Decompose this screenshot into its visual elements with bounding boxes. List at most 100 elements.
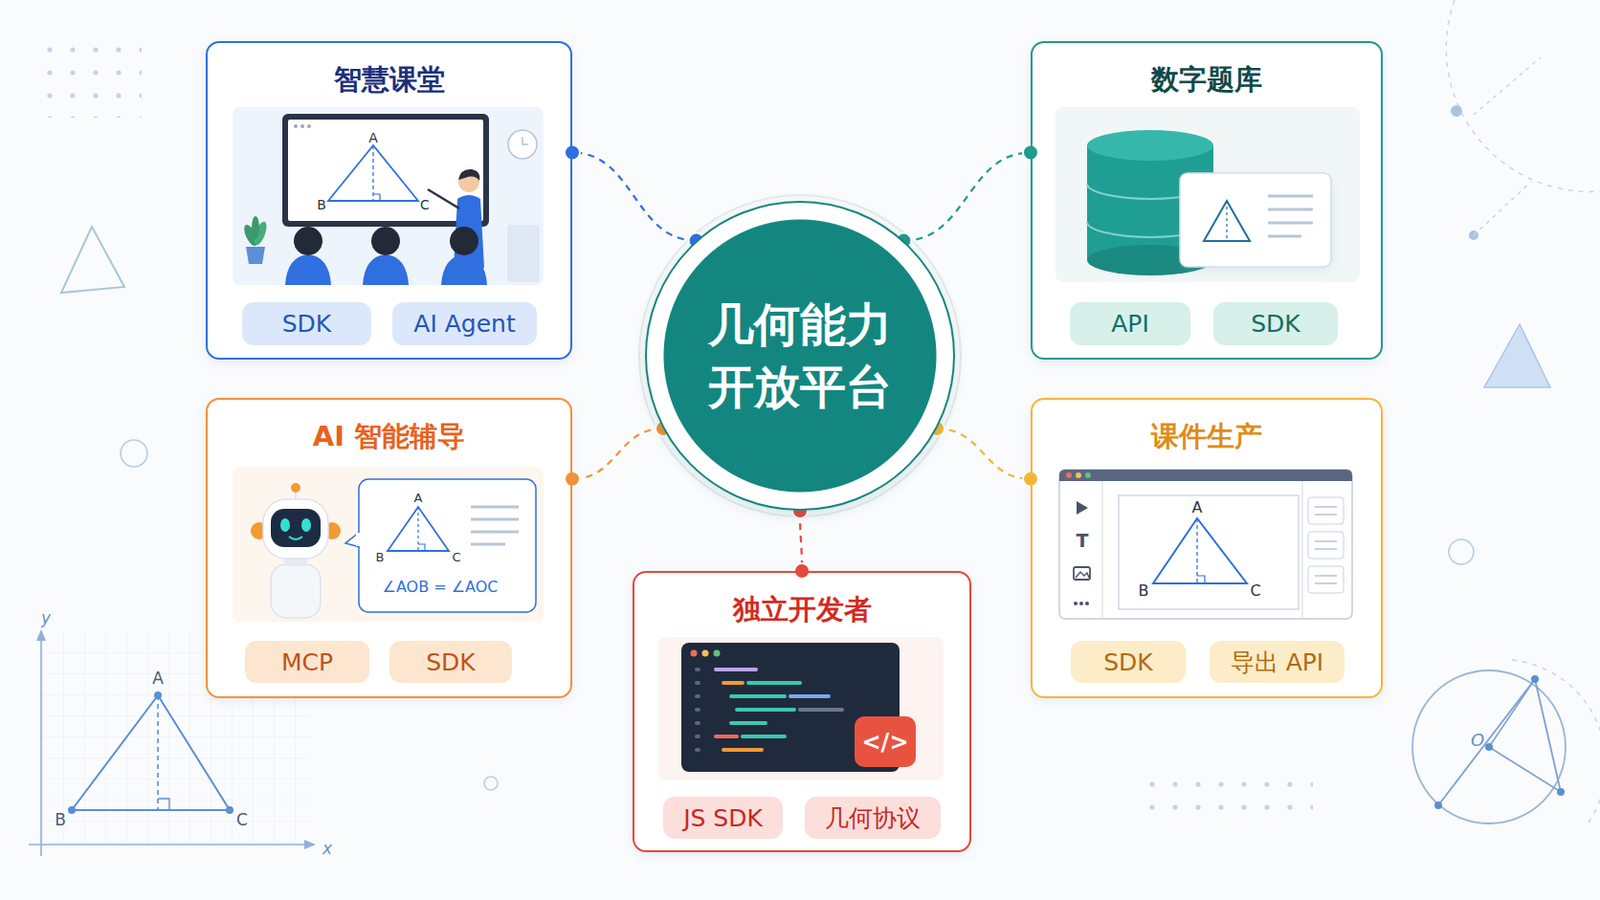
- tutor-illustration: [418, 544, 425, 552]
- circle-figure: [1412, 660, 1600, 824]
- circle-figure: [1534, 679, 1561, 793]
- classroom-illustration: [371, 226, 400, 256]
- code-illustration: [723, 748, 762, 753]
- courseware-illustration: [1197, 576, 1205, 584]
- tutor-illustration: [270, 509, 321, 548]
- courseware-illustration: [1308, 566, 1344, 594]
- code-illustration: [696, 721, 699, 726]
- panel-ground: [205, 41, 1383, 853]
- capability-tag: SDK: [1213, 302, 1338, 346]
- code-illustration: [748, 681, 800, 686]
- courseware-illustration: [1073, 601, 1078, 606]
- courseware-illustration: [1196, 518, 1198, 584]
- panel-title: AI 智能辅导: [207, 418, 571, 457]
- tag-text: MCP: [281, 648, 334, 677]
- courseware-illustration: [1314, 540, 1337, 543]
- courseware-illustration: [1079, 601, 1084, 606]
- tutor-illustration: [232, 466, 544, 623]
- panel-title: 独立开发者: [634, 591, 970, 630]
- circle-figure: [1488, 679, 1535, 748]
- figure-label: T: [1076, 532, 1089, 551]
- courseware-illustration: [1101, 481, 1104, 620]
- classroom-illustration: [285, 254, 332, 286]
- code-illustration: [690, 650, 698, 658]
- courseware-illustration: [1085, 601, 1089, 606]
- figure-label: A: [368, 131, 378, 145]
- courseware-illustration: [1085, 472, 1091, 479]
- courseware-illustration: [1308, 532, 1344, 559]
- courseware-illustration: [1059, 469, 1353, 620]
- tag-text: SDK: [1250, 310, 1301, 338]
- classroom-illustration: [288, 119, 484, 222]
- tutor-illustration: [270, 564, 321, 619]
- classroom-illustration: [232, 107, 544, 286]
- tutor-illustration: [263, 499, 329, 559]
- courseware-illustration: [1066, 472, 1072, 479]
- coordinate-figure: [157, 799, 170, 811]
- database-illustration: [1055, 107, 1360, 283]
- figure-label: C: [1249, 583, 1261, 600]
- scenario-panel: 独立开发者JS SDK几何协议: [632, 571, 972, 853]
- tutor-illustration: [387, 507, 449, 552]
- tutor-illustration: [470, 518, 519, 522]
- panel-ground: [632, 571, 972, 853]
- decoration: [1144, 767, 1313, 822]
- coordinate-figure: [225, 806, 234, 815]
- code-illustration: [658, 637, 944, 781]
- figure-label: B: [1138, 583, 1150, 600]
- courseware-illustration: [1314, 575, 1337, 578]
- code-illustration: [713, 650, 721, 658]
- connector-dot: [564, 145, 580, 161]
- panel-ground: [205, 41, 573, 360]
- tutor-illustration: [358, 479, 536, 613]
- classroom-illustration: [251, 216, 260, 240]
- classroom-illustration: [307, 124, 312, 129]
- courseware-illustration: [1118, 495, 1299, 610]
- code-illustration: [736, 708, 795, 712]
- figure-label: B: [316, 198, 327, 212]
- capability-tag: SDK: [389, 641, 512, 684]
- courseware-illustration: [1076, 501, 1089, 515]
- code-illustration: [696, 681, 699, 686]
- courseware-illustration: [1075, 472, 1082, 479]
- panel-ground: [1030, 398, 1383, 699]
- classroom-illustration: [427, 189, 460, 209]
- code-illustration: [800, 708, 843, 712]
- figure-label: B: [54, 812, 67, 829]
- classroom-illustration: [372, 145, 374, 201]
- circle-figure: [1531, 675, 1539, 684]
- platform-ring: [639, 195, 961, 517]
- figure-label: </>: [862, 731, 910, 755]
- decoration: [1448, 539, 1474, 565]
- figure-label: C: [236, 812, 248, 829]
- database-illustration: [1087, 130, 1214, 161]
- database-illustration: [1179, 173, 1332, 267]
- courseware-illustration: [1308, 497, 1344, 525]
- classroom-illustration: [449, 226, 479, 256]
- database-illustration: [1055, 107, 1360, 283]
- tutor-illustration: [290, 483, 301, 493]
- code-illustration: [696, 669, 843, 751]
- courseware-illustration: [1314, 548, 1337, 551]
- decoration: [1484, 324, 1551, 388]
- connector-dot: [564, 471, 580, 488]
- circle-figure: [1488, 747, 1561, 793]
- figure-label: B: [376, 551, 385, 564]
- tutor-illustration: [355, 533, 362, 547]
- code-illustration: [854, 716, 916, 768]
- figure-label: y: [41, 610, 51, 627]
- courseware-illustration: [1073, 567, 1090, 580]
- panel-title: 智慧课堂: [207, 61, 571, 100]
- database-illustration: [1267, 195, 1313, 199]
- capability-tag: SDK: [1070, 641, 1186, 684]
- classroom-illustration: [441, 254, 488, 286]
- tutor-illustration: [470, 543, 506, 547]
- classroom-illustration: [293, 124, 298, 129]
- coordinate-figure: [154, 691, 162, 700]
- scenario-panel: AI 智能辅导 MCP SDK: [205, 398, 573, 699]
- classroom-illustration: [458, 169, 480, 181]
- courseware-illustration: [1153, 518, 1247, 584]
- panel-ground: [1030, 41, 1383, 360]
- tutor-illustration: [280, 518, 290, 533]
- database-illustration: [1267, 222, 1313, 225]
